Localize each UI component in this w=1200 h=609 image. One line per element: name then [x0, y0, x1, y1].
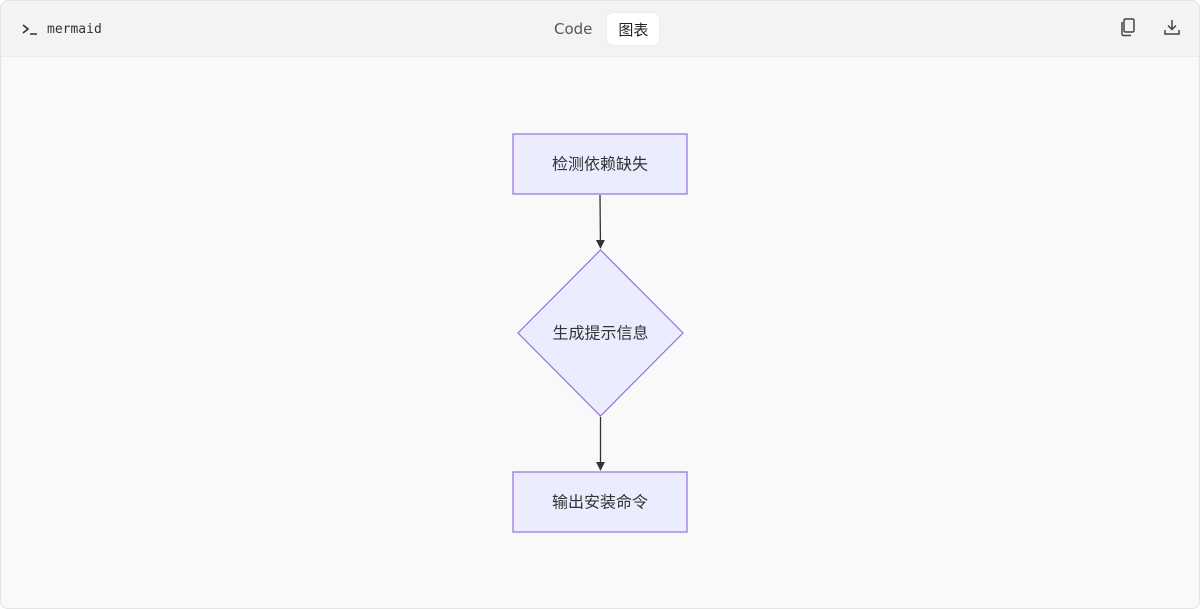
download-button[interactable] — [1161, 18, 1183, 40]
flowchart-svg: 检测依赖缺失 生成提示信息 输出安装命令 — [512, 133, 688, 533]
node-shape — [517, 249, 684, 417]
node-shape — [512, 471, 688, 533]
language-label: mermaid — [47, 21, 102, 37]
node-label: 输出安装命令 — [552, 493, 648, 512]
copy-button[interactable] — [1117, 18, 1139, 40]
node-shape — [512, 133, 688, 195]
edge-n1-n2 — [595, 194, 605, 249]
flow-node-decision: 生成提示信息 — [517, 249, 684, 417]
view-tabs: Code 图表 — [543, 13, 660, 45]
code-block-header: mermaid Code 图表 — [1, 1, 1199, 57]
download-icon — [1163, 18, 1181, 40]
language-indicator: mermaid — [21, 19, 102, 39]
node-label: 生成提示信息 — [552, 324, 648, 343]
tab-diagram[interactable]: 图表 — [607, 13, 660, 45]
header-actions — [1117, 17, 1183, 41]
diagram-canvas: 检测依赖缺失 生成提示信息 输出安装命令 — [1, 57, 1199, 608]
copy-icon — [1119, 17, 1137, 41]
node-label: 检测依赖缺失 — [552, 155, 648, 174]
tab-code[interactable]: Code — [554, 20, 593, 38]
flow-node-output: 输出安装命令 — [512, 471, 688, 533]
flow-node-detect: 检测依赖缺失 — [512, 133, 688, 195]
terminal-icon — [21, 22, 39, 36]
